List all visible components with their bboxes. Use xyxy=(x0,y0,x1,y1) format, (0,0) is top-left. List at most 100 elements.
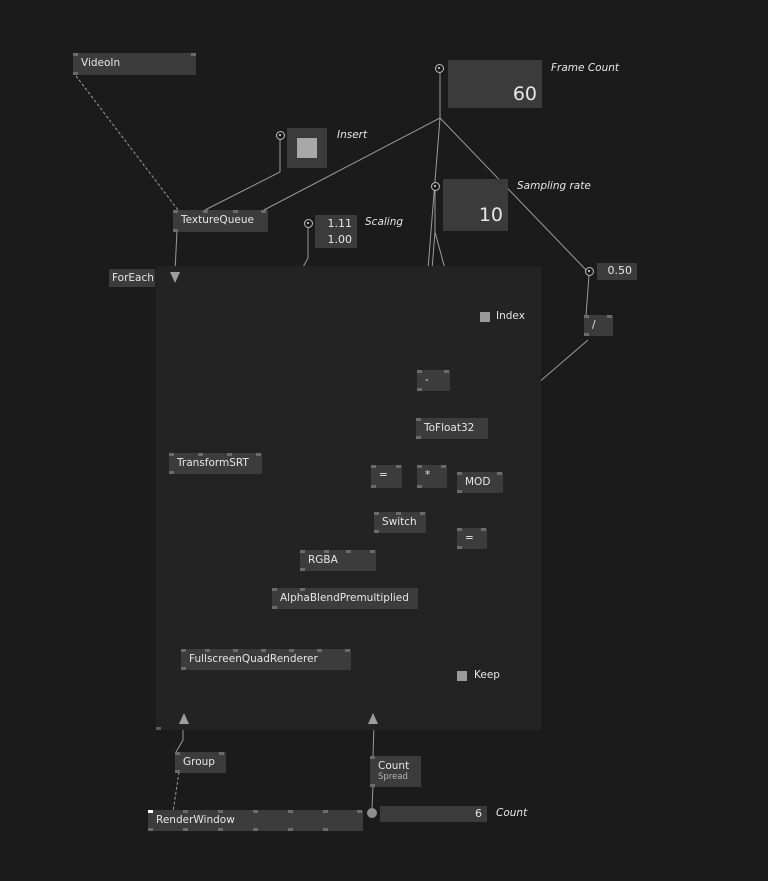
node-input-pin[interactable] xyxy=(300,550,305,553)
node-input-pin[interactable] xyxy=(183,810,188,813)
node-input-pin[interactable] xyxy=(233,649,238,652)
node-output-pin[interactable] xyxy=(272,606,277,609)
node-input-pin[interactable] xyxy=(288,810,293,813)
sampling-rate-iobox[interactable]: 10 xyxy=(443,179,508,231)
foreach-input-triangle-icon[interactable] xyxy=(170,272,180,283)
node-input-pin[interactable] xyxy=(227,453,232,456)
node-output-pin[interactable] xyxy=(416,436,421,439)
node-output-pin[interactable] xyxy=(323,828,328,831)
node-input-pin[interactable] xyxy=(457,528,462,531)
node-input-pin[interactable] xyxy=(396,465,401,468)
node-alphablendpremultiplied[interactable]: AlphaBlendPremultiplied xyxy=(272,588,418,609)
node-input-pin[interactable] xyxy=(219,752,224,755)
node-multiply[interactable]: * xyxy=(417,465,447,488)
node-output-pin[interactable] xyxy=(169,471,174,474)
node-input-pin[interactable] xyxy=(420,512,425,515)
node-input-pin[interactable] xyxy=(374,512,379,515)
scaling-iobox[interactable]: 1.11 1.00 xyxy=(315,215,357,248)
node-input-pin[interactable] xyxy=(256,453,261,456)
node-divide[interactable]: / xyxy=(584,315,613,336)
frame-count-iobox[interactable]: 60 xyxy=(448,60,542,108)
node-output-pin[interactable] xyxy=(73,72,78,75)
node-input-pin[interactable] xyxy=(218,810,223,813)
node-mod[interactable]: MOD xyxy=(457,472,503,493)
count-splicer-triangle-icon[interactable] xyxy=(368,713,378,724)
node-output-pin[interactable] xyxy=(584,333,589,336)
sampling-rate-pin-icon[interactable] xyxy=(431,182,440,191)
node-output-pin[interactable] xyxy=(183,828,188,831)
count-output-iobox[interactable]: 6 xyxy=(380,806,487,822)
node-input-pin[interactable] xyxy=(370,550,375,553)
insert-toggle[interactable] xyxy=(287,128,327,168)
node-output-pin[interactable] xyxy=(417,485,422,488)
node-input-pin[interactable] xyxy=(457,472,462,475)
node-output-pin[interactable] xyxy=(370,784,375,787)
node-input-pin[interactable] xyxy=(346,550,351,553)
node-input-pin[interactable] xyxy=(417,370,422,373)
node-input-pin[interactable] xyxy=(169,453,174,456)
node-input-pin[interactable] xyxy=(73,53,78,56)
node-videoin[interactable]: VideoIn xyxy=(73,53,196,75)
node-input-pin[interactable] xyxy=(261,210,266,213)
node-input-pin[interactable] xyxy=(417,465,422,468)
node-input-pin[interactable] xyxy=(371,465,376,468)
node-input-pin[interactable] xyxy=(233,210,238,213)
insert-pin-icon[interactable] xyxy=(276,131,285,140)
node-output-pin[interactable] xyxy=(288,828,293,831)
node-group[interactable]: Group xyxy=(175,752,226,773)
node-tofloat32[interactable]: ToFloat32 xyxy=(416,418,488,439)
node-rgba[interactable]: RGBA xyxy=(300,550,376,571)
node-output-pin[interactable] xyxy=(218,828,223,831)
node-output-pin[interactable] xyxy=(374,530,379,533)
node-input-pin[interactable] xyxy=(203,210,208,213)
node-output-pin[interactable] xyxy=(300,568,305,571)
node-output-pin[interactable] xyxy=(253,828,258,831)
region-resize-handle[interactable] xyxy=(156,727,161,730)
node-input-pin[interactable] xyxy=(345,649,350,652)
node-fullscreenquadrenderer[interactable]: FullscreenQuadRenderer xyxy=(181,649,351,670)
node-input-pin[interactable] xyxy=(607,315,612,318)
node-input-pin[interactable] xyxy=(191,53,196,56)
node-count-spread[interactable]: Count Spread xyxy=(370,756,421,787)
node-renderwindow[interactable]: RenderWindow xyxy=(148,810,363,831)
node-input-pin[interactable] xyxy=(584,315,589,318)
node-input-pin[interactable] xyxy=(497,472,502,475)
node-subtract[interactable]: - xyxy=(417,370,450,391)
node-input-pin[interactable] xyxy=(272,588,277,591)
node-output-pin[interactable] xyxy=(457,546,462,549)
index-pin-icon[interactable] xyxy=(480,312,490,322)
frame-count-pin-icon[interactable] xyxy=(435,64,444,73)
node-input-pin[interactable] xyxy=(444,370,449,373)
node-input-pin[interactable] xyxy=(173,210,178,213)
node-output-pin[interactable] xyxy=(181,667,186,670)
node-equals-2[interactable]: = xyxy=(457,528,487,549)
node-input-pin[interactable] xyxy=(324,550,329,553)
node-output-pin[interactable] xyxy=(175,770,180,773)
node-input-pin[interactable] xyxy=(289,649,294,652)
node-input-pin[interactable] xyxy=(253,810,258,813)
node-input-pin[interactable] xyxy=(441,465,446,468)
count-output-pin-icon[interactable] xyxy=(367,808,377,818)
node-input-pin[interactable] xyxy=(148,810,153,813)
node-output-pin[interactable] xyxy=(417,388,422,391)
half-iobox[interactable]: 0.50 xyxy=(597,263,637,280)
node-input-pin[interactable] xyxy=(357,810,362,813)
node-output-pin[interactable] xyxy=(457,490,462,493)
node-input-pin[interactable] xyxy=(261,649,266,652)
node-input-pin[interactable] xyxy=(396,512,401,515)
node-input-pin[interactable] xyxy=(300,588,305,591)
node-transformsrt[interactable]: TransformSRT xyxy=(169,453,262,474)
node-output-pin[interactable] xyxy=(148,828,153,831)
node-switch[interactable]: Switch xyxy=(374,512,426,533)
node-output-pin[interactable] xyxy=(173,229,178,232)
keep-pin-icon[interactable] xyxy=(457,671,467,681)
node-input-pin[interactable] xyxy=(175,752,180,755)
node-output-pin[interactable] xyxy=(371,485,376,488)
scaling-pin-icon[interactable] xyxy=(304,219,313,228)
node-input-pin[interactable] xyxy=(416,418,421,421)
half-pin-icon[interactable] xyxy=(585,267,594,276)
node-input-pin[interactable] xyxy=(198,453,203,456)
group-splicer-triangle-icon[interactable] xyxy=(179,713,189,724)
node-texturequeue[interactable]: TextureQueue xyxy=(173,210,268,232)
node-input-pin[interactable] xyxy=(181,649,186,652)
